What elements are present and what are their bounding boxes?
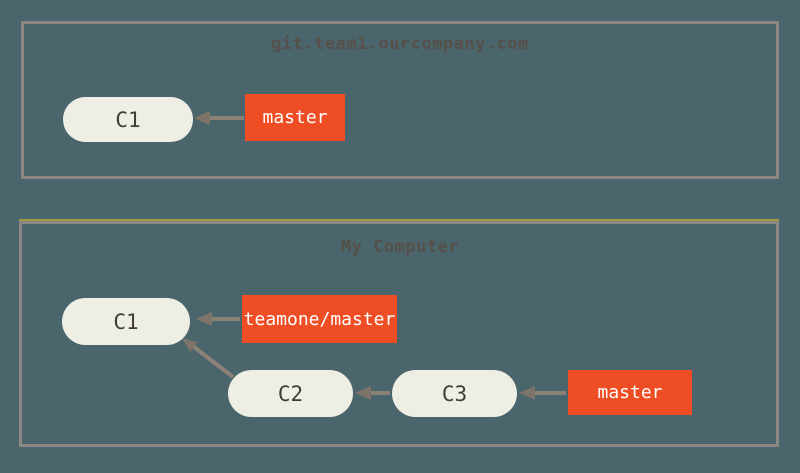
local-machine-accent-line [19,219,779,221]
commit-node-c1-local: C1 [62,298,190,345]
branch-label-teamone-master: teamone/master [242,295,397,343]
server-machine-title: git.team1.ourcompany.com [271,34,529,54]
branch-label-master-server: master [245,94,345,141]
server-machine-frame [21,21,779,179]
branch-label-master-local: master [568,370,692,415]
commit-node-c2-local: C2 [228,370,353,417]
commit-node-c1-server: C1 [63,97,193,142]
local-machine-frame [19,221,779,447]
commit-node-c3-local: C3 [392,370,517,417]
local-machine-title: My Computer [340,237,460,257]
